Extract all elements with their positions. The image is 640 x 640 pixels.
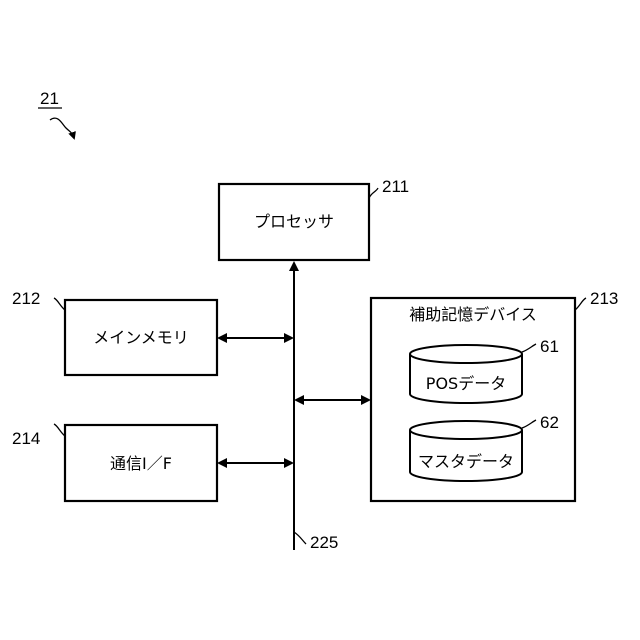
processor-block: プロセッサ 211	[219, 177, 409, 260]
figure-ref: 21	[38, 89, 74, 138]
auxiliary-storage-ref: 213	[590, 289, 618, 308]
db-pos-ref: 61	[540, 337, 559, 356]
db-pos-label: POSデータ	[426, 374, 506, 393]
auxiliary-storage-leader	[575, 298, 586, 310]
main-memory-ref: 212	[12, 289, 40, 308]
db-master-top	[410, 421, 522, 439]
auxiliary-storage-block: 補助記憶デバイス 213 POSデータ 61 マスタデータ 62	[371, 289, 618, 501]
bus-ref: 225	[310, 533, 338, 552]
processor-leader	[369, 188, 378, 198]
main-memory-block: メインメモリ 212	[12, 289, 217, 375]
processor-ref: 211	[382, 177, 409, 196]
db-master-ref: 62	[540, 413, 559, 432]
main-memory-label: メインメモリ	[93, 328, 189, 347]
system-bus: 225	[219, 263, 369, 552]
comm-interface-leader	[54, 424, 65, 436]
comm-interface-block: 通信I／F 214	[12, 424, 217, 501]
processor-label: プロセッサ	[254, 212, 334, 231]
figure-ref-number: 21	[40, 89, 59, 108]
db-master-label: マスタデータ	[418, 452, 514, 471]
comm-interface-ref: 214	[12, 429, 40, 448]
main-memory-leader	[54, 298, 65, 310]
bus-leader	[294, 532, 306, 544]
figure-ref-arrow	[50, 118, 74, 138]
auxiliary-storage-label: 補助記憶デバイス	[409, 305, 537, 324]
comm-interface-label: 通信I／F	[110, 454, 172, 473]
db-pos-top	[410, 345, 522, 363]
